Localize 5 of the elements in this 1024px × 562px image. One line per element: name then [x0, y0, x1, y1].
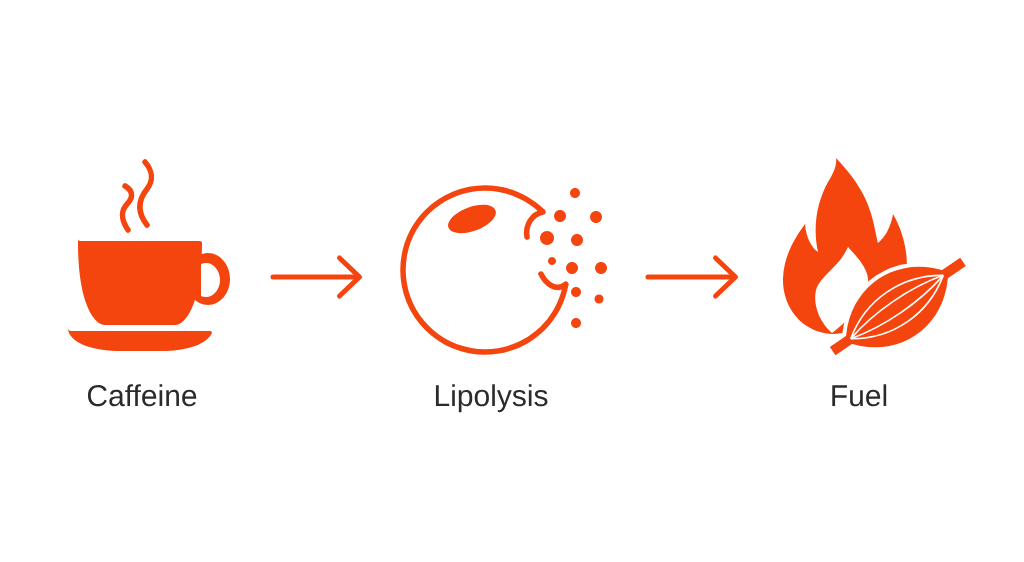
- arrow: [645, 255, 738, 299]
- icon-caption: Fuel: [832, 384, 887, 407]
- icon-caption: Lipolysis: [435, 384, 548, 413]
- icon-caption: Caffeine: [87, 384, 197, 407]
- arrow: [270, 255, 362, 299]
